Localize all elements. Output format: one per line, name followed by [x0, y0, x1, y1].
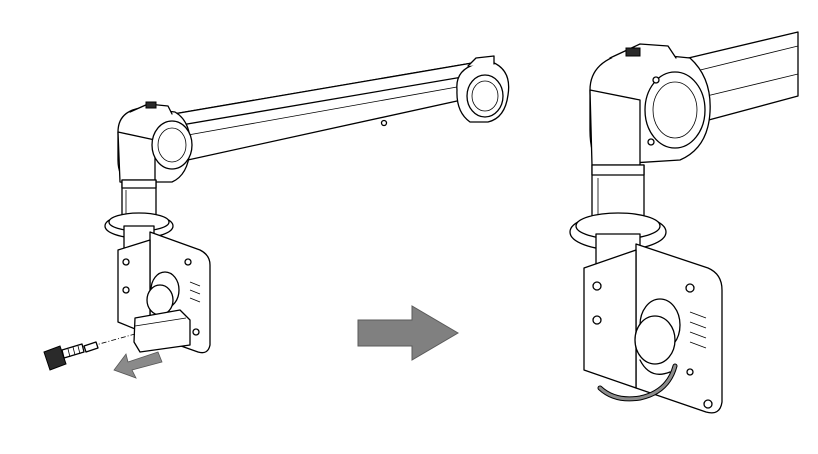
- column-right: [569, 164, 667, 269]
- arm-hole: [380, 119, 388, 127]
- transition-arrow: [357, 305, 459, 361]
- screw-left: [43, 333, 136, 371]
- far-joint-left: [456, 55, 510, 123]
- cable: [597, 363, 678, 402]
- head-joint-left: [117, 101, 193, 187]
- head-joint-right: [589, 43, 711, 171]
- cover-plate-left: [133, 309, 191, 353]
- screw-head: [43, 345, 67, 371]
- panel-before: [43, 55, 510, 379]
- horizontal-arm-left: [149, 61, 499, 166]
- panel-after: [569, 31, 799, 414]
- removal-arrow: [113, 351, 163, 379]
- base-plate-right: [583, 243, 723, 414]
